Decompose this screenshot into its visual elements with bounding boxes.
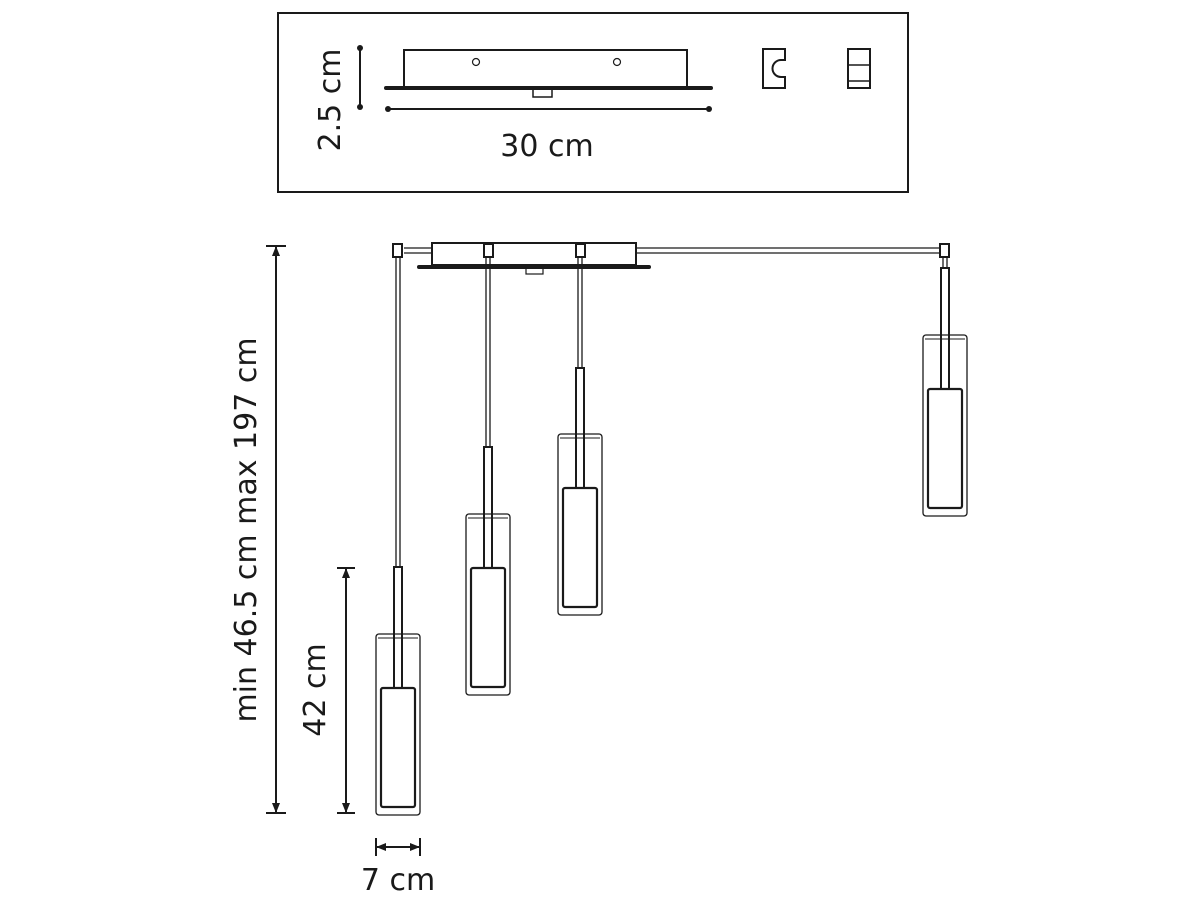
width-dimension-line	[385, 106, 712, 112]
holder-tube	[393, 566, 403, 689]
glass-shade	[465, 513, 511, 696]
detail-frame	[277, 12, 909, 193]
ceiling-canopy	[392, 242, 950, 275]
bracket-end-view-icon	[762, 48, 786, 89]
holder-tube	[483, 446, 493, 569]
inner-diffuser	[926, 387, 964, 510]
pendant-3	[557, 257, 603, 616]
holder-tube	[575, 367, 585, 489]
pendants	[375, 257, 968, 816]
canopy-side-view	[384, 49, 713, 98]
pendant-1	[375, 257, 421, 816]
height-dimension-line	[357, 45, 363, 110]
shade-height-label: 42 cm	[298, 643, 333, 736]
inner-diffuser	[379, 686, 417, 809]
total-height-dimension	[266, 245, 286, 814]
shade-width-label: 7 cm	[361, 863, 435, 898]
canopy-width-label: 30 cm	[500, 129, 593, 164]
canopy-detail-panel: 2.5 cm 30 cm	[277, 12, 909, 193]
glass-shade	[922, 334, 968, 517]
holder-tube	[940, 267, 950, 390]
glass-shade	[375, 633, 421, 816]
pendant-2	[465, 257, 511, 696]
mount-plate-end-view-icon	[847, 48, 871, 89]
inner-diffuser	[561, 486, 599, 609]
glass-shade	[557, 433, 603, 616]
inner-diffuser	[469, 566, 507, 689]
total-height-label: min 46.5 cm max 197 cm	[229, 337, 264, 722]
shade-width-dimension	[375, 838, 421, 856]
pendant-4	[922, 257, 968, 517]
canopy-height-label: 2.5 cm	[313, 49, 348, 152]
shade-height-dimension	[337, 567, 355, 814]
